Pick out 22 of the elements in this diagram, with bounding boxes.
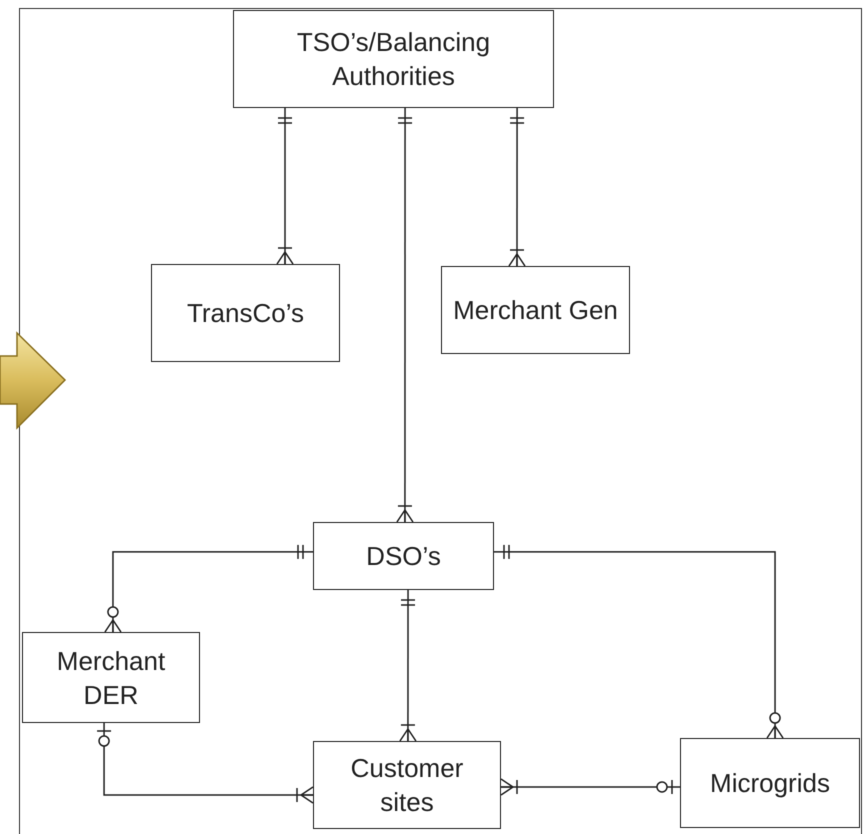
entity-box [680, 738, 860, 828]
entity-name: DSO’s [366, 540, 441, 573]
entity-name: TSO’s/Balancing Authorities [296, 26, 492, 93]
relationship-line [508, 108, 526, 267]
entity-box [151, 264, 340, 362]
entity-box [441, 266, 630, 354]
entity-box [233, 10, 554, 108]
entity-name: TransCo’s [186, 297, 304, 330]
entity-name: Merchant DER [56, 644, 166, 712]
relationship-line [399, 590, 417, 742]
relationship-line [396, 108, 414, 523]
relationship-line [104, 544, 313, 633]
entity-name: Microgrids [710, 767, 830, 800]
entity-box [313, 741, 501, 829]
entity-name: Merchant Gen [453, 294, 618, 327]
entity-name: Customer sites [350, 752, 464, 819]
entity-box [22, 632, 200, 723]
relationship-line [276, 108, 294, 265]
relationship-line [494, 544, 784, 739]
relationship-line [96, 723, 314, 804]
entity-box [313, 522, 494, 590]
relationship-line [500, 778, 680, 796]
